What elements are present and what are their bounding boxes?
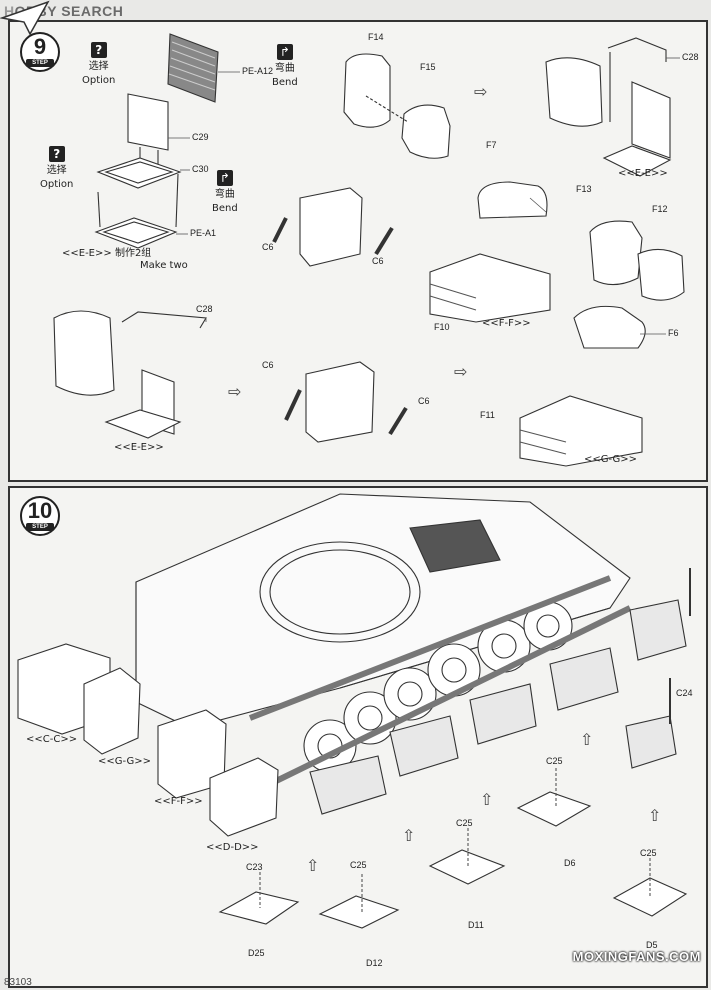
- part-label: F7: [486, 140, 497, 150]
- part-label: C30: [192, 164, 209, 174]
- skirt-panel: [549, 647, 619, 711]
- engine-grille: [409, 519, 501, 573]
- part-label: C23: [246, 862, 263, 872]
- question-icon: ?: [48, 146, 65, 162]
- f13-part: [589, 220, 643, 286]
- page-code: 83103: [4, 977, 32, 988]
- part-label: F12: [652, 204, 668, 214]
- pe-a12-mesh: [167, 33, 219, 103]
- f7-part: [477, 181, 548, 219]
- pe-a1-part: [94, 217, 178, 249]
- part-label: F10: [434, 322, 450, 332]
- make-two-note: <<E-E>> 制作2组: [62, 248, 152, 259]
- f12-part: [637, 248, 685, 301]
- part-label: C25: [350, 860, 367, 870]
- part-label: C6: [262, 360, 274, 370]
- f11-part: [519, 395, 643, 467]
- skirt-panel: [469, 683, 537, 745]
- subassembly-label: <<F-F>>: [154, 796, 203, 807]
- dd-box: [209, 757, 279, 837]
- step-9-drawing: [53, 33, 685, 467]
- step-10-panel: 10 STEP: [8, 486, 708, 988]
- turret-ring: [259, 541, 421, 643]
- part-label: C6: [262, 242, 274, 252]
- part-label: D25: [248, 948, 265, 958]
- part-label: PE-A12: [242, 66, 274, 76]
- part-label: D11: [468, 920, 484, 930]
- question-icon: ?: [90, 42, 107, 58]
- part-label: F11: [480, 410, 495, 420]
- part-label: D5: [646, 940, 658, 950]
- part-label: C28: [196, 304, 213, 314]
- skirt-panel: [389, 715, 459, 777]
- step-9-badge: 9 STEP: [20, 32, 60, 72]
- f10-part: [429, 253, 551, 323]
- subassembly-label: <<G-G>>: [98, 756, 151, 767]
- f15-part: [401, 104, 451, 159]
- flow-arrow-icon: ⇨: [228, 384, 242, 401]
- part-label: F6: [668, 328, 679, 338]
- flow-arrow-icon: ⇧: [306, 858, 320, 875]
- part-label: F14: [368, 32, 384, 42]
- flow-arrow-icon: ⇧: [648, 808, 662, 825]
- subassembly-label: <<G-G>>: [584, 454, 637, 465]
- part-label: C6: [418, 396, 430, 406]
- flow-arrow-icon: ⇨: [454, 364, 468, 381]
- part-label: D12: [366, 958, 383, 968]
- bend-icon: ↱: [276, 44, 293, 60]
- skirt-panel: [309, 755, 387, 815]
- flow-arrow-icon: ⇧: [480, 792, 494, 809]
- part-label: F15: [420, 62, 436, 72]
- flow-arrow-icon: ⇧: [402, 828, 416, 845]
- part-label: PE-A1: [190, 228, 217, 238]
- flow-arrow-icon: ⇧: [580, 732, 594, 749]
- subassembly-label: <<C-C>>: [26, 734, 78, 745]
- part-label: C28: [682, 52, 699, 62]
- step-10-badge: 10 STEP: [20, 496, 60, 536]
- subassembly-label: <<E-E>>: [114, 442, 164, 453]
- c29-part: [127, 93, 169, 151]
- d12-flap: [318, 895, 400, 929]
- flow-arrow-icon: ⇨: [474, 84, 488, 101]
- skirt-panel: [625, 715, 677, 769]
- subassembly-label: <<E-E>>: [618, 168, 668, 179]
- part-label: F13: [576, 184, 592, 194]
- subassembly-label: <<F-F>>: [482, 318, 531, 329]
- step-9-panel: 9 STEP: [8, 20, 708, 482]
- moxingfans-watermark: MOXINGFANS.COM: [572, 949, 701, 964]
- d11-flap: [428, 849, 506, 885]
- part-label: C24: [676, 688, 693, 698]
- f6-part: [573, 305, 646, 349]
- part-label: C6: [372, 256, 384, 266]
- subassembly-label: <<D-D>>: [206, 842, 259, 853]
- part-label: C25: [456, 818, 473, 828]
- part-label: C25: [640, 848, 657, 858]
- skirt-panel: [629, 599, 687, 661]
- moxingfans-logo-icon: [0, 0, 50, 36]
- bend-icon: ↱: [216, 170, 233, 186]
- d6-flap: [516, 791, 592, 827]
- d5-flap: [612, 877, 688, 917]
- make-two-note-en: Make two: [140, 260, 188, 271]
- step-10-drawing: [17, 493, 691, 929]
- gg-box: [83, 667, 141, 755]
- part-label: D6: [564, 858, 576, 868]
- part-label: C29: [192, 132, 209, 142]
- d25-flap: [218, 891, 300, 925]
- part-label: C25: [546, 756, 563, 766]
- f14-part: [343, 53, 391, 128]
- c30-part: [96, 157, 182, 189]
